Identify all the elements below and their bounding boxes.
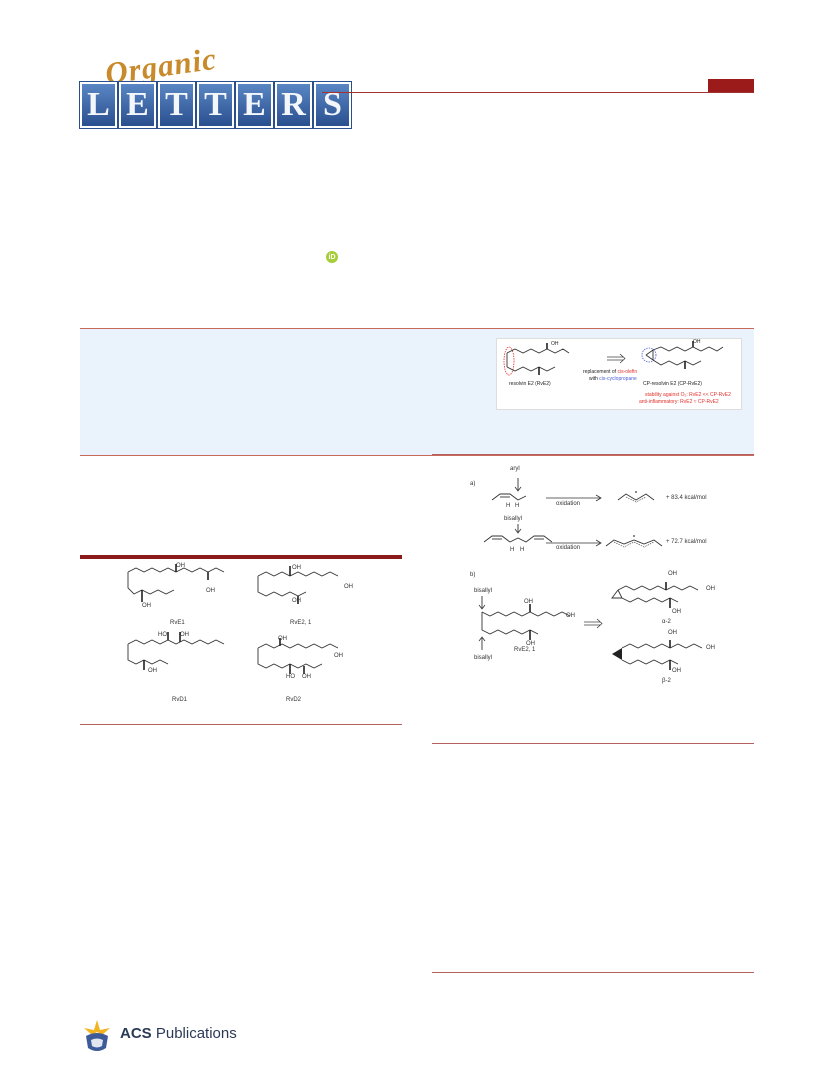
alpha-oh-acid: OH xyxy=(706,586,715,592)
column-bottom-rule xyxy=(432,972,754,973)
header-rule xyxy=(322,92,754,93)
bisallyl-label: bisallyl xyxy=(504,516,523,522)
rve2-oh-bottom: OH xyxy=(292,598,301,604)
toc-structures xyxy=(503,341,724,376)
toc-antiinflammatory: anti-inflammatory: RvE2 ≈ CP-RvE2 xyxy=(639,399,719,405)
figure1-label-rve2: RvE2, 1 xyxy=(290,620,312,626)
figure1-label-rve1: RvE1 xyxy=(170,620,185,626)
toc-left-label: resolvin E2 (RvE2) xyxy=(509,381,551,387)
rve2-b-oh-top: OH xyxy=(524,599,533,605)
energy-value-2: + 72.7 kcal/mol xyxy=(666,539,707,545)
scheme1-panel-a-graphic xyxy=(483,478,663,548)
scheme1-panel-b: b) xyxy=(470,572,476,578)
acs-logo-icon xyxy=(84,1020,110,1051)
toc-middle-prefix2: with xyxy=(589,376,600,382)
rve2-scheme-label: RvE2, 1 xyxy=(514,647,536,653)
acs-wordmark-acs: ACS xyxy=(120,1025,152,1042)
rve1-oh-top: OH xyxy=(176,563,185,569)
acs-publications-wordmark[interactable]: ACS Publications xyxy=(120,1025,237,1042)
toc-middle-prefix1: replacement of xyxy=(583,369,618,375)
journal-logo: Organic L E T T E R S xyxy=(80,41,351,128)
figure1-top-rule xyxy=(80,555,402,559)
rve1-oh-bottom: OH xyxy=(142,603,151,609)
logo-letter: T xyxy=(197,82,234,128)
toc-middle-line1: replacement of cis-olefin xyxy=(583,369,637,375)
beta-oh-acid: OH xyxy=(706,645,715,651)
rvd1-ho: HO xyxy=(158,632,167,638)
logo-letter: E xyxy=(236,82,273,128)
rvd1-oh-top: OH xyxy=(180,632,189,638)
logo-letter: S xyxy=(314,82,351,128)
allyl-h2: H xyxy=(515,503,520,509)
logo-letter: T xyxy=(158,82,195,128)
rvd1-oh-bottom: OH xyxy=(148,668,157,674)
acs-wordmark-publications: Publications xyxy=(155,1025,237,1042)
allyl-label: aryl xyxy=(510,466,520,472)
bisallyl-top-label: bisallyl xyxy=(474,588,493,594)
rvd2-oh-acid: OH xyxy=(334,653,343,659)
orcid-icon[interactable]: iD xyxy=(326,251,338,263)
beta-oh-bottom: OH xyxy=(672,668,681,674)
toc-graphic: OH OH resolvin E2 (RvE2) replacement of … xyxy=(496,338,742,410)
toc-right-label: CP-resolvin E2 (CP-RvE2) xyxy=(643,381,702,387)
rve2-b-oh-bottom: OH xyxy=(526,641,535,647)
scheme1-panel-a: a) xyxy=(470,481,476,487)
allyl-h1: H xyxy=(506,503,511,509)
figure1-bottom-rule xyxy=(80,724,402,725)
scheme1-top-rule xyxy=(432,454,754,455)
energy-value-1: + 83.4 kcal/mol xyxy=(666,495,707,501)
logo-letter: R xyxy=(275,82,312,128)
alpha-oh-top: OH xyxy=(668,571,677,577)
scheme1-bottom-rule xyxy=(432,743,754,744)
rvd2-oh-bottom: OH xyxy=(302,674,311,680)
bisallyl-h2: H xyxy=(520,547,525,553)
rve2-oh-acid: OH xyxy=(344,584,353,590)
rvd2-oh-top: OH xyxy=(278,636,287,642)
header-tab xyxy=(708,79,754,92)
toc-oh-right: OH xyxy=(693,339,701,345)
toc-cis-cyclopropane: cis-cyclopropane xyxy=(599,376,637,382)
oxidation-label-2: oxidation xyxy=(556,545,581,551)
alpha-2-label: α-2 xyxy=(662,619,671,625)
rvd2-ho: HO xyxy=(286,674,295,680)
alpha-oh-bottom: OH xyxy=(672,609,681,615)
beta-2-label: β-2 xyxy=(662,678,671,684)
scheme1-panel-b-graphic xyxy=(478,582,703,670)
beta-oh-top: OH xyxy=(668,630,677,636)
figure1-structures xyxy=(127,564,339,674)
toc-middle-line2: with cis-cyclopropane xyxy=(589,376,637,382)
logo-letters: L E T T E R S xyxy=(80,82,351,128)
toc-cis-olefin: cis-olefin xyxy=(617,369,638,375)
logo-letter: E xyxy=(119,82,156,128)
bisallyl-bottom-label: bisallyl xyxy=(474,655,493,661)
toc-stability: stability against O₂: RvE2 << CP-RvE2 xyxy=(645,392,731,398)
rve2-b-oh-acid: OH xyxy=(566,613,575,619)
oxidation-label-1: oxidation xyxy=(556,501,581,507)
rve2-oh-top: OH xyxy=(292,565,301,571)
figure1-label-rvd1: RvD1 xyxy=(172,697,188,703)
logo-letter: L xyxy=(80,82,117,128)
figure1-label-rvd2: RvD2 xyxy=(286,697,302,703)
toc-oh-left: OH xyxy=(551,341,559,347)
rve1-oh-right: OH xyxy=(206,588,215,594)
bisallyl-h1: H xyxy=(510,547,515,553)
